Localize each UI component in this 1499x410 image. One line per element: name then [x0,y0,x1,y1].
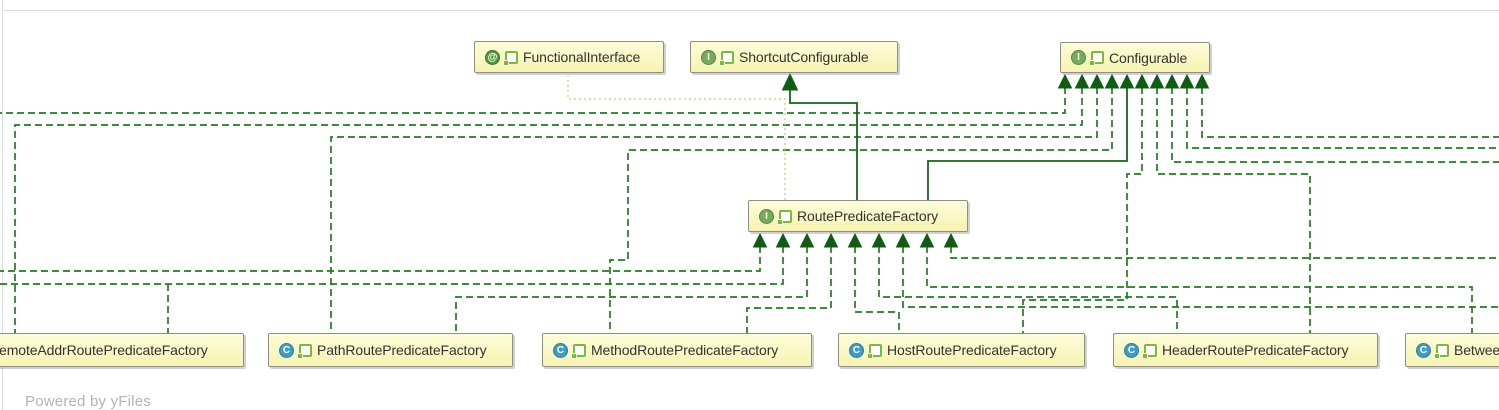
visibility-icon [1142,343,1157,359]
node-label: MethodRoutePredicateFactory [591,342,779,358]
visibility-icon [719,50,734,66]
visibility-icon [1434,343,1449,359]
inheritance-arrowhead-icon [1194,73,1210,89]
inheritance-arrowhead-icon [1104,73,1120,89]
relation-edge-dashed [1156,87,1311,334]
class-icon: C [279,342,294,358]
yfiles-watermark: Powered by yFiles [25,393,151,410]
relation-edge-dashed [0,246,761,272]
interface-icon: I [1071,50,1086,65]
relation-edge-dashed [950,246,1499,259]
relation-edge-solid [927,87,1128,201]
inheritance-arrowhead-icon [799,232,815,248]
inheritance-arrowhead-icon [1149,73,1165,89]
node-label: FunctionalInterface [523,49,641,65]
node-configurable[interactable]: I Configurable [1060,42,1210,73]
visibility-icon [503,50,518,66]
node-label: ShortcutConfigurable [739,49,869,65]
relation-edge-dashed [902,246,1499,308]
inheritance-arrowhead-icon [1179,73,1195,89]
relation-edge-dashed [609,87,1113,334]
visibility-icon [297,343,312,359]
inheritance-arrowhead-icon [847,232,863,248]
annotation-icon: @ [485,49,500,65]
node-between-route-predicate-factory[interactable]: C BetweenRoutePredicateFactory [1405,333,1499,367]
node-label: RemoteAddrRoutePredicateFactory [0,342,208,358]
inheritance-arrowhead-icon [871,232,887,248]
node-label: PathRoutePredicateFactory [317,342,487,358]
interface-icon: I [759,208,774,224]
class-icon: C [553,342,568,358]
inheritance-arrowhead-icon [1057,73,1073,89]
node-label: HeaderRoutePredicateFactory [1162,342,1349,358]
node-host-route-predicate-factory[interactable]: C HostRoutePredicateFactory [838,333,1085,367]
relation-edge-solid [789,89,858,201]
node-method-route-predicate-factory[interactable]: C MethodRoutePredicateFactory [542,333,812,367]
node-route-predicate-factory[interactable]: I RoutePredicateFactory [748,200,968,232]
inheritance-arrowhead-icon [775,232,791,248]
node-label: Configurable [1109,49,1188,66]
relation-edge-dashed [1186,87,1499,149]
visibility-icon [777,209,792,225]
canvas-left-border [2,0,3,410]
relation-edge-dashed [330,87,1098,334]
visibility-icon [571,343,586,359]
class-icon: C [1124,342,1139,358]
node-path-route-predicate-factory[interactable]: C PathRoutePredicateFactory [268,333,513,367]
visibility-icon [867,343,882,359]
inheritance-arrowhead-icon [752,232,768,248]
inheritance-arrowhead-icon [1089,73,1105,89]
node-remote-addr-route-predicate-factory[interactable]: CRemoteAddrRoutePredicateFactory [0,333,244,367]
relation-edge-dashed [878,246,1178,334]
visibility-icon [1089,51,1104,66]
inheritance-arrowhead-icon [895,232,911,248]
node-shortcut-configurable[interactable]: I ShortcutConfigurable [690,41,898,73]
relation-edge-dashed [854,246,900,334]
inheritance-arrowhead-icon [1164,73,1180,89]
inheritance-arrowhead-icon [1074,73,1090,89]
relation-edge-dashed [746,246,832,334]
class-icon: C [1416,342,1431,358]
node-header-route-predicate-factory[interactable]: C HeaderRoutePredicateFactory [1113,333,1378,367]
inheritance-arrowhead-icon [1119,73,1135,89]
relation-edge-dotted [567,76,786,200]
relation-edge-dashed [0,246,784,285]
relation-edge-dashed [455,246,808,334]
node-label: BetweenRoutePredicateFactory [1454,342,1499,358]
inheritance-arrowhead-icon [919,232,935,248]
relation-edge-dashed [0,87,1066,114]
relation-edge-dashed [1171,87,1499,163]
node-label: HostRoutePredicateFactory [887,342,1057,358]
inheritance-arrowhead-icon [781,72,799,91]
inheritance-arrowhead-icon [823,232,839,248]
inheritance-arrowhead-icon [1134,73,1150,89]
relation-edge-dashed [926,246,1473,334]
interface-icon: I [701,49,716,65]
node-functional-interface[interactable]: @ FunctionalInterface [474,41,664,73]
class-icon: C [849,342,864,358]
inheritance-arrowhead-icon [943,232,959,248]
node-label: RoutePredicateFactory [797,208,939,224]
canvas-top-border [2,10,1499,11]
relation-edge-dashed [1201,87,1499,138]
relation-edge-dashed [1022,87,1143,334]
